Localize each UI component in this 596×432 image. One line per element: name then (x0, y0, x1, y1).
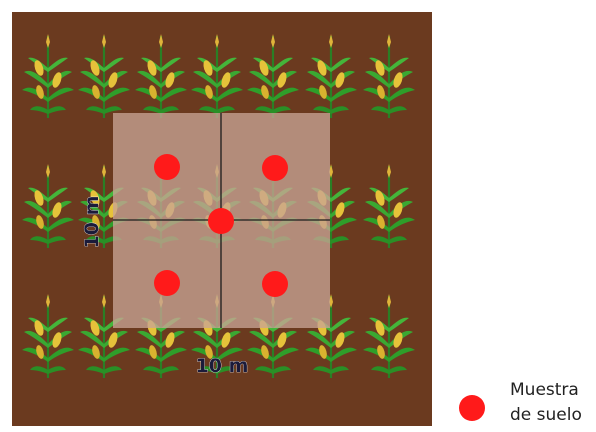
height-dimension-label: 10 m (81, 196, 103, 249)
soil-sample-marker (154, 154, 180, 180)
legend-line-2: de suelo (510, 405, 582, 425)
legend-line-1: Muestra (510, 380, 579, 400)
soil-sample-marker (208, 208, 234, 234)
soil-sample-marker (262, 155, 288, 181)
soil-sample-marker (154, 270, 180, 296)
legend-label: Muestra de suelo (510, 378, 596, 428)
soil-sample-marker (262, 271, 288, 297)
width-dimension-label: 10 m (196, 355, 249, 377)
legend-marker-icon (459, 395, 485, 421)
